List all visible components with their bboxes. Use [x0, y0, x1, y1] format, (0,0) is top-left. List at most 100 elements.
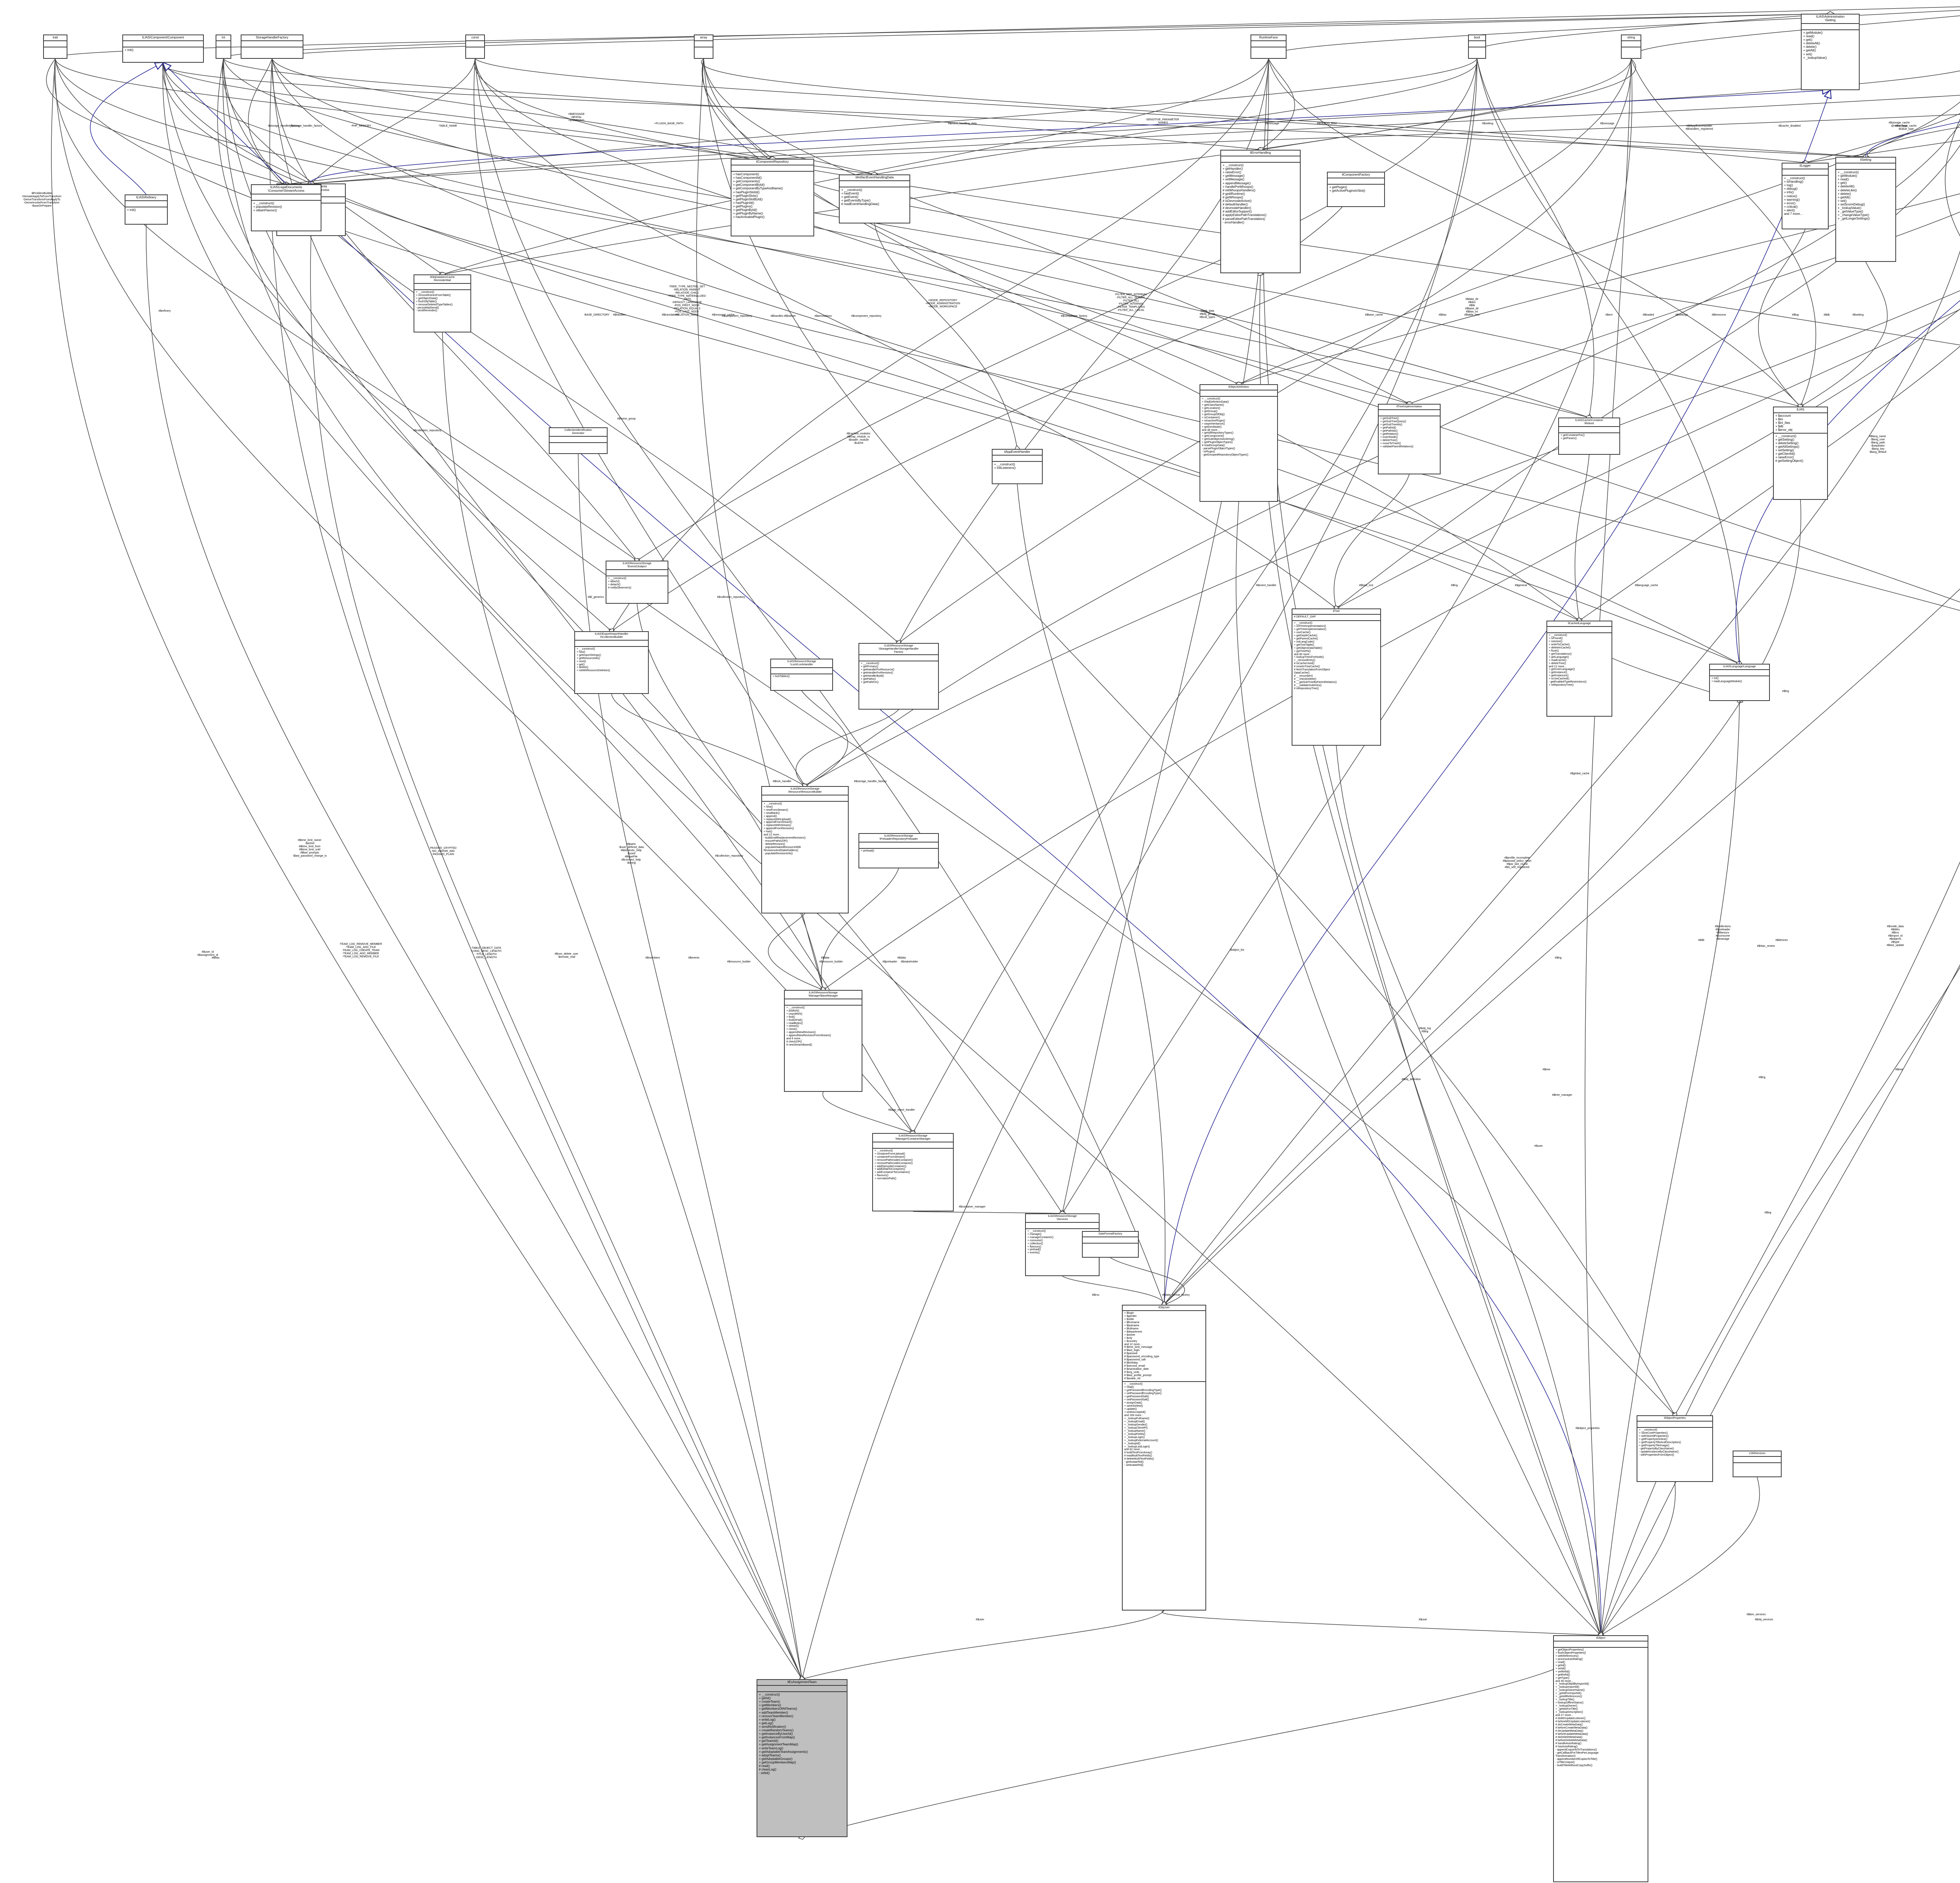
class-node-attributes: [993, 456, 1042, 462]
edge-label: #$tree: [1543, 1068, 1550, 1071]
edge-label: #$stakeholder: [901, 961, 918, 963]
class-node-iltree[interactable]: ilTree# DEFAULT_GAP+ __construct() + ini…: [1292, 608, 1381, 746]
class-node-ilias-language-language[interactable]: ILIAS\Language\Language + txt() + loadLan…: [1709, 664, 1770, 701]
class-node-operations: [550, 443, 607, 445]
class-node-attributes: [1469, 41, 1485, 47]
class-node-title: int: [216, 35, 230, 41]
class-node-ilexassignmentteam[interactable]: ilExAssignmentTeam+ __construct() + getI…: [757, 1679, 848, 1837]
class-node-ilartifacteventhandlingdata[interactable]: ilArtifactEventHandlingData+ __construct…: [839, 174, 910, 223]
class-node-title: ILIAS: [1774, 407, 1827, 413]
edge-label: -FILTER_NOT_INTERNAL -FILTER_ALL_GLOBAL …: [1114, 293, 1147, 312]
class-node-operations: + __construct() + initTreeImplementation…: [1294, 621, 1337, 690]
class-node-trait[interactable]: trait: [43, 35, 67, 59]
edge-label: #$handles: [770, 315, 784, 318]
class-node-ilresourcestorage-eventsubject[interactable]: ILIAS\ResourceStorage \Events\Subject+ _…: [606, 561, 668, 604]
class-node-ilias-refinery[interactable]: ILIAS\Refinery+ init(): [125, 194, 168, 225]
class-node-title: ILIAS\LegalDocuments \Consumer\StreamAcc…: [252, 185, 321, 194]
edge-label: +PLUGIN_BASE_PATH: [654, 122, 684, 125]
class-node-ilresourcestorage-resourcebuilder[interactable]: ILIAS\ResourceStorage \Resource\Resource…: [761, 786, 849, 913]
edge-label: #$user_id #$assignment_id: [197, 951, 218, 957]
class-node-ilresourcestorage-managercontainermanager[interactable]: ILIAS\ResourceStorage \Manager\Container…: [872, 1133, 954, 1211]
class-node-ilcachedlanguage[interactable]: ilCachedLanguage+ __construct() + isFoun…: [1546, 621, 1612, 717]
class-node-title: ILIAS\Cache\Container \Reboot: [1559, 418, 1619, 427]
class-node-string[interactable]: string: [1621, 35, 1641, 59]
class-node-operations: + __construct() + getPrimary() + getHand…: [861, 662, 895, 684]
class-node-ilcomponentrepository[interactable]: ilComponentRepository+ hasComponent() + …: [731, 159, 814, 236]
class-node-operations: [1083, 1244, 1138, 1245]
class-node-ilias-component-component[interactable]: ILIAS\Component\Component+ init(): [122, 35, 204, 63]
class-node-operations: + __construct() + attach() + detach() # …: [608, 577, 632, 589]
class-node-attributes: [216, 41, 230, 47]
class-node-title: ilTreeImplementation: [1379, 405, 1440, 410]
class-node-ilappeventhandler[interactable]: ilAppEventHandler+ __construct() + initL…: [992, 449, 1043, 484]
edge-label: #$listener: [784, 315, 796, 318]
class-node-dateformatfactory[interactable]: DateFormatFactory: [1082, 1231, 1139, 1258]
class-node-title: trait: [44, 35, 67, 41]
class-node-title: DateFormatFactory: [1083, 1232, 1138, 1237]
class-node-ilresourcestorage-locklisthandler[interactable]: ILIAS\ResourceStorage \Lock\LockHandler+…: [770, 659, 833, 691]
edge-label: #$message: [1600, 122, 1615, 125]
class-node-ilias-legaldocuments-consumer-streamaccess2[interactable]: ILIAS\LegalDocuments \Consumer\StreamAcc…: [251, 184, 321, 231]
class-node-title: ILIAS\ResourceStorage \Services: [1026, 1214, 1099, 1223]
class-node-attributes: [785, 999, 862, 1006]
class-node-title: ilSetting: [1836, 158, 1895, 163]
class-node-operations: + getObjectProperties() + flushObjectPro…: [1555, 1648, 1599, 1767]
edge-label: #$user: [976, 1618, 984, 1621]
class-node-title: RuntimeFace: [1251, 35, 1286, 41]
edge-label: #$app_event_handler: [888, 1109, 915, 1111]
class-node-attributes: + $account + $ini + $ini_ilias + $db + $…: [1774, 413, 1827, 434]
class-node-operations: + __construct() + initListeners(): [994, 462, 1016, 470]
edge-label: #$storage_handler_factory: [854, 780, 887, 783]
class-node-ilobjdefinition[interactable]: ilObjectDefinition+ __construct() + read…: [1200, 384, 1278, 502]
class-node-operations: + txt() + loadLanguageModule(): [1711, 677, 1742, 683]
class-node-illogger[interactable]: ilLogger+ __construct() + isHandling() +…: [1782, 163, 1829, 229]
edge-label: #$date_format_factory: [1162, 1294, 1190, 1296]
class-node-ilexportimporthandler[interactable]: ILIAS\Export\ImportHandler \I\Collection…: [574, 631, 649, 694]
class-node-title: ilObjectDefinition: [1200, 385, 1277, 390]
class-node-ilresourcestorage-storagehandlerfactory[interactable]: ILIAS\ResourceStorage \StorageHandler\St…: [858, 643, 939, 710]
edge-label: #$setting: [1852, 314, 1864, 316]
class-node-operations: + __construct() + getHandler() + raiseEr…: [1223, 163, 1267, 224]
edge-label: #$lock_handler: [773, 780, 791, 783]
class-node-ldiffservice[interactable]: LOMServices: [1733, 1451, 1782, 1477]
edge-label: -SENSITIVE_PARAMETER _NAMES: [1145, 118, 1179, 125]
class-node-attributes: [1836, 163, 1895, 170]
class-node-attributes: [414, 284, 470, 290]
class-node-const[interactable]: const: [465, 35, 485, 59]
class-node-ilerrorhandling[interactable]: ilErrorHandling+ __construct() + getHand…: [1220, 150, 1301, 273]
class-node-ilias[interactable]: ILIAS+ $account + $ini + $ini_ilias + $d…: [1773, 407, 1828, 500]
class-node-operations: + __construct() + containerFromUpload() …: [875, 1149, 913, 1180]
class-node-ilobjuser[interactable]: ilObjUser+ $login + $gender + $utitle + …: [1122, 1305, 1206, 1611]
class-node-title: ilCachedLanguage: [1547, 621, 1612, 627]
class-node-title: ILIAS\ResourceStorage \Resource\Resource…: [762, 787, 848, 795]
edge-label: -TREE_TYPE_NESTED_SET -RELATION_PARENT -…: [668, 285, 706, 317]
class-node-array[interactable]: array: [694, 35, 713, 59]
class-node-ilresourcestorage-repositorypreloader[interactable]: ILIAS\ResourceStorage \Preloader\Reposit…: [858, 833, 939, 868]
class-node-title: bool: [1469, 35, 1485, 41]
edge-label: -$object_list: [1229, 949, 1244, 951]
class-node-attributes: [1554, 1641, 1648, 1648]
class-node-collectionidentification-generator[interactable]: CollectionIdentification Generator: [549, 427, 608, 454]
class-node-int[interactable]: int: [216, 35, 231, 59]
class-node-ilcomponentfactory[interactable]: ilComponentFactory+ getPlugin() + getAct…: [1327, 172, 1385, 207]
edge-label: #$time_limit_owner -$active #$time_limit…: [292, 839, 327, 858]
class-node-title: ILIAS\ResourceStorage \Lock\LockHandler: [771, 659, 832, 668]
edge-label: #$settings: [1675, 314, 1688, 316]
class-node-title: ILIAS\ResourceStorage \Manager\Container…: [873, 1134, 953, 1142]
class-node-ilsetting[interactable]: ilSetting+ __construct() + getModule() +…: [1835, 157, 1896, 262]
class-node-title: ilExAssignmentTeam: [757, 1680, 847, 1686]
class-node-iltreeimplementation[interactable]: ilTreeImplementation+ getSubTree() + get…: [1378, 404, 1441, 474]
class-node-bool[interactable]: bool: [1468, 35, 1486, 59]
class-node-attributes: [762, 795, 848, 802]
class-node-storagehandlerfactory[interactable]: StorageHandlerFactory: [241, 35, 303, 59]
class-node-ilobjdatacachereminder[interactable]: ilObjDataItemCache ReminderMail+ __const…: [414, 274, 471, 332]
class-node-title: ILIAS\Language\Language: [1710, 665, 1769, 670]
class-node-ilobjectproperties[interactable]: ilObjectProperties+ __construct() + stor…: [1637, 1415, 1713, 1482]
edge-label: #$collection_repository: [715, 855, 743, 857]
edge-label: #$obj_log #$log: [1419, 1027, 1431, 1033]
class-node-ilresourcestorage-basemanager[interactable]: ILIAS\ResourceStorage \Manager\BaseManag…: [784, 990, 862, 1092]
class-node-ilias-administration-setting[interactable]: ILIAS\Administration \Setting+ getModule…: [1801, 14, 1860, 90]
class-node-runtimeface[interactable]: RuntimeFace: [1250, 35, 1287, 59]
class-node-ilobject[interactable]: ilObject+ getObjectProperties() + flushO…: [1553, 1635, 1648, 1882]
class-node-ilias-cache-container-reboot[interactable]: ILIAS\Cache\Container \Reboot+ getContai…: [1558, 418, 1620, 455]
